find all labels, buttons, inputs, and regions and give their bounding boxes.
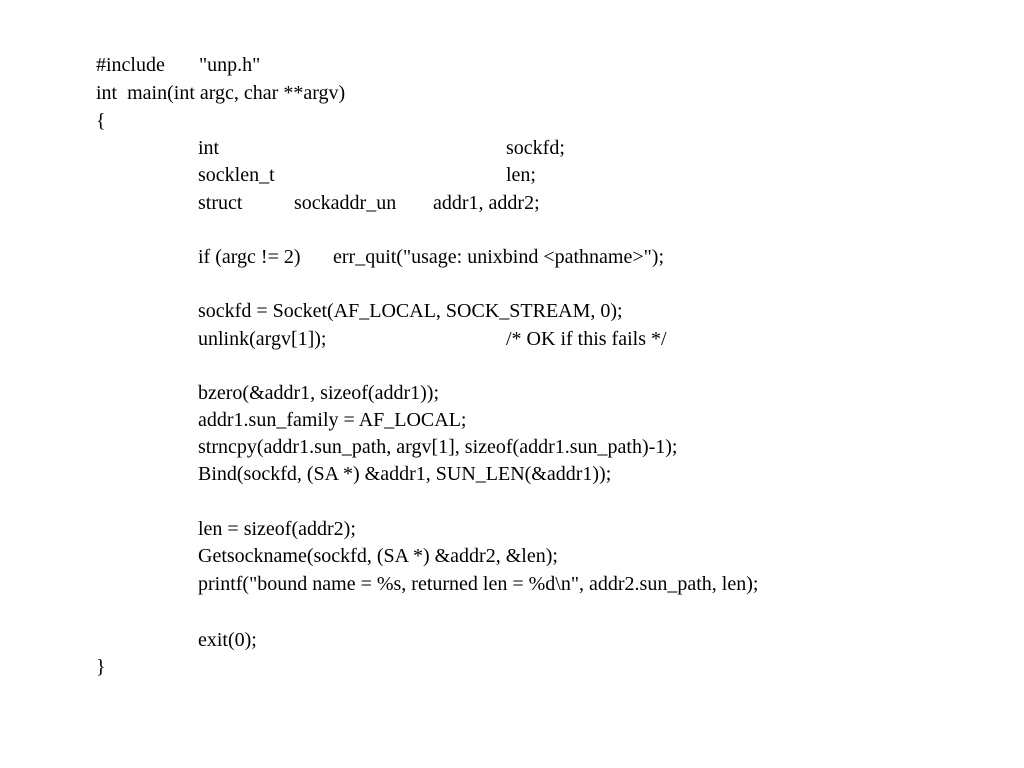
code-line-bind: Bind(sockfd, (SA *) &addr1, SUN_LEN(&add… [198,463,612,485]
decl-name: sockfd; [506,137,565,159]
code-comment: /* OK if this fails */ [506,328,667,350]
decl-name: addr1, addr2; [433,192,540,214]
decl-type: int [198,137,220,159]
code-line-sun-family: addr1.sun_family = AF_LOCAL; [198,409,467,431]
include-directive: #include [96,54,165,76]
code-line-decl-addr: struct sockaddr_un addr1, addr2; [198,190,540,217]
code-line-unlink: unlink(argv[1]); /* OK if this fails */ [198,326,667,353]
code-line-strncpy: strncpy(addr1.sun_path, argv[1], sizeof(… [198,436,678,458]
code-line-decl-sockfd: int sockfd; [198,135,565,162]
code-line-printf: printf("bound name = %s, returned len = … [198,573,759,595]
code-line-getsockname: Getsockname(sockfd, (SA *) &addr2, &len)… [198,545,558,567]
code-line-exit: exit(0); [198,629,257,651]
unlink-call: unlink(argv[1]); [198,328,327,350]
decl-keyword: struct [198,192,243,214]
code-line-decl-len: socklen_t len; [198,162,536,189]
decl-type: socklen_t [198,164,275,186]
decl-name: len; [506,164,536,186]
code-line-argc-check: if (argc != 2) err_quit("usage: unixbind… [198,244,664,271]
if-condition: if (argc != 2) [198,246,301,268]
code-line-socket: sockfd = Socket(AF_LOCAL, SOCK_STREAM, 0… [198,300,623,322]
code-line-open-brace: { [96,110,106,132]
code-line-bzero: bzero(&addr1, sizeof(addr1)); [198,382,439,404]
code-line-include: #include "unp.h" [96,52,260,79]
code-line-close-brace: } [96,656,106,678]
code-line-len-assign: len = sizeof(addr2); [198,518,356,540]
include-file: "unp.h" [199,54,261,76]
err-quit-call: err_quit("usage: unixbind <pathname>"); [333,246,665,268]
code-line-main-signature: int main(int argc, char **argv) [96,82,346,104]
decl-type: sockaddr_un [294,192,397,214]
